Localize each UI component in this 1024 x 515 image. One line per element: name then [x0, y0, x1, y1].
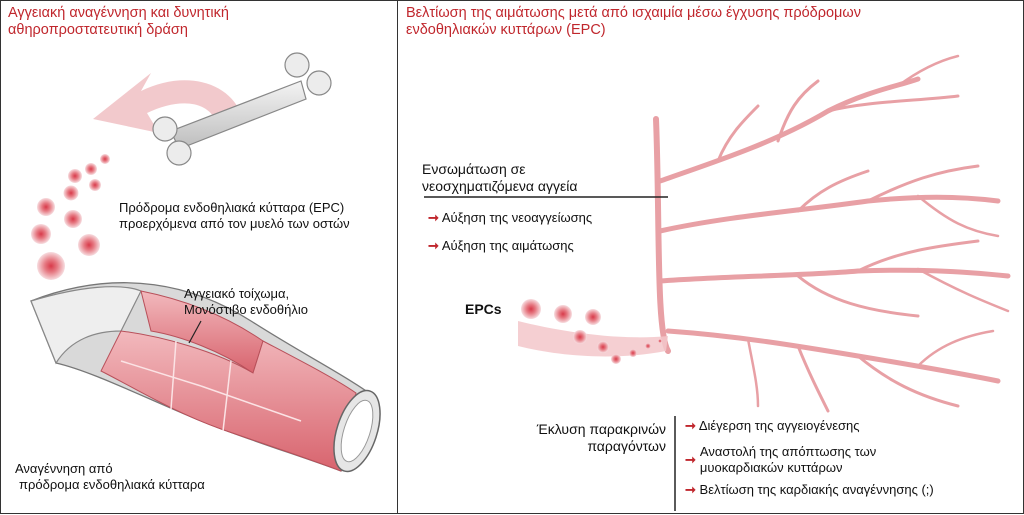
regeneration-label: Αναγέννηση από πρόδρομα ενδοθηλιακά κύττ… — [15, 461, 205, 493]
epcs-cells — [521, 299, 662, 364]
incorporation-item-2-text: Αύξηση της αιμάτωσης — [441, 238, 574, 253]
vessel-wall-label: Αγγειακό τοίχωμα, Μονόστιβο ενδοθήλιο — [184, 286, 308, 318]
vessel-wall-line1: Αγγειακό τοίχωμα, — [184, 286, 290, 301]
blood-vessel — [30, 282, 381, 473]
bone-icon — [152, 52, 332, 166]
epc-label-line2: προερχόμενα από τον μυελό των οστών — [119, 216, 350, 231]
arrow-icon: ➞ — [428, 210, 439, 225]
incorporation-item-2: ➞ Αύξηση της αιμάτωσης — [428, 238, 574, 254]
arrow-icon: ➞ — [428, 238, 439, 253]
epc-stream — [518, 321, 668, 357]
left-panel: Αγγειακή αναγέννηση και δυνητική αθηροπρ… — [0, 0, 398, 514]
epc-label-line1: Πρόδρομα ενδοθηλιακά κύτταρα (EPC) — [119, 200, 345, 215]
arrow-icon: ➞ — [685, 452, 696, 467]
regeneration-line2: πρόδρομα ενδοθηλιακά κύτταρα — [19, 477, 205, 492]
paracrine-item-1: ➞ Διέγερση της αγγειογένεσης — [685, 418, 860, 434]
migration-arrow — [93, 73, 241, 133]
vascular-tree — [653, 54, 1011, 413]
incorporation-item-1-text: Αύξηση της νεοαγγείωσης — [441, 210, 593, 225]
paracrine-item-2-line1: Αναστολή της απόπτωσης των — [699, 444, 877, 459]
paracrine-line1: Έκλυση παρακρινών — [536, 421, 666, 437]
left-title: Αγγειακή αναγέννηση και δυνητική αθηροπρ… — [8, 5, 229, 39]
incorporation-line2: νεοσχηματιζόμενα αγγεία — [422, 178, 578, 194]
paracrine-heading: Έκλυση παρακρινών παραγόντων — [506, 421, 666, 455]
incorporation-item-1: ➞ Αύξηση της νεοαγγείωσης — [428, 210, 592, 226]
incorporation-heading: Ενσωμάτωση σε νεοσχηματιζόμενα αγγεία — [422, 161, 577, 195]
right-title-line1: Βελτίωση της αιμάτωσης μετά από ισχαιμία… — [406, 5, 861, 21]
epc-label: Πρόδρομα ενδοθηλιακά κύτταρα (EPC) προερ… — [119, 200, 350, 232]
right-illustration — [424, 54, 1011, 511]
left-title-line1: Αγγειακή αναγέννηση και δυνητική — [8, 5, 229, 21]
paracrine-item-3-text: Βελτίωση της καρδιακής αναγέννησης (;) — [699, 482, 934, 497]
left-title-line2: αθηροπροστατευτική δράση — [8, 22, 188, 38]
arrow-icon: ➞ — [685, 418, 696, 433]
paracrine-item-2: ➞ Αναστολή της απόπτωσης των μυοκαρδιακώ… — [685, 444, 876, 476]
epc-cells — [31, 154, 110, 280]
right-panel: Βελτίωση της αιμάτωσης μετά από ισχαιμία… — [397, 0, 1024, 514]
paracrine-item-1-text: Διέγερση της αγγειογένεσης — [698, 418, 860, 433]
paracrine-item-3: ➞ Βελτίωση της καρδιακής αναγέννησης (;) — [685, 482, 934, 498]
right-title: Βελτίωση της αιμάτωσης μετά από ισχαιμία… — [406, 5, 861, 39]
arrow-icon: ➞ — [685, 482, 696, 497]
epcs-label: EPCs — [465, 301, 502, 317]
left-illustration — [30, 52, 381, 473]
paracrine-item-2-line2: μυοκαρδιακών κυττάρων — [699, 460, 843, 475]
regeneration-line1: Αναγέννηση από — [15, 461, 113, 476]
paracrine-line2: παραγόντων — [587, 438, 666, 454]
right-title-line2: ενδοθηλιακών κυττάρων (EPC) — [406, 22, 606, 38]
vessel-wall-line2: Μονόστιβο ενδοθήλιο — [184, 302, 308, 317]
incorporation-line1: Ενσωμάτωση σε — [422, 161, 526, 177]
